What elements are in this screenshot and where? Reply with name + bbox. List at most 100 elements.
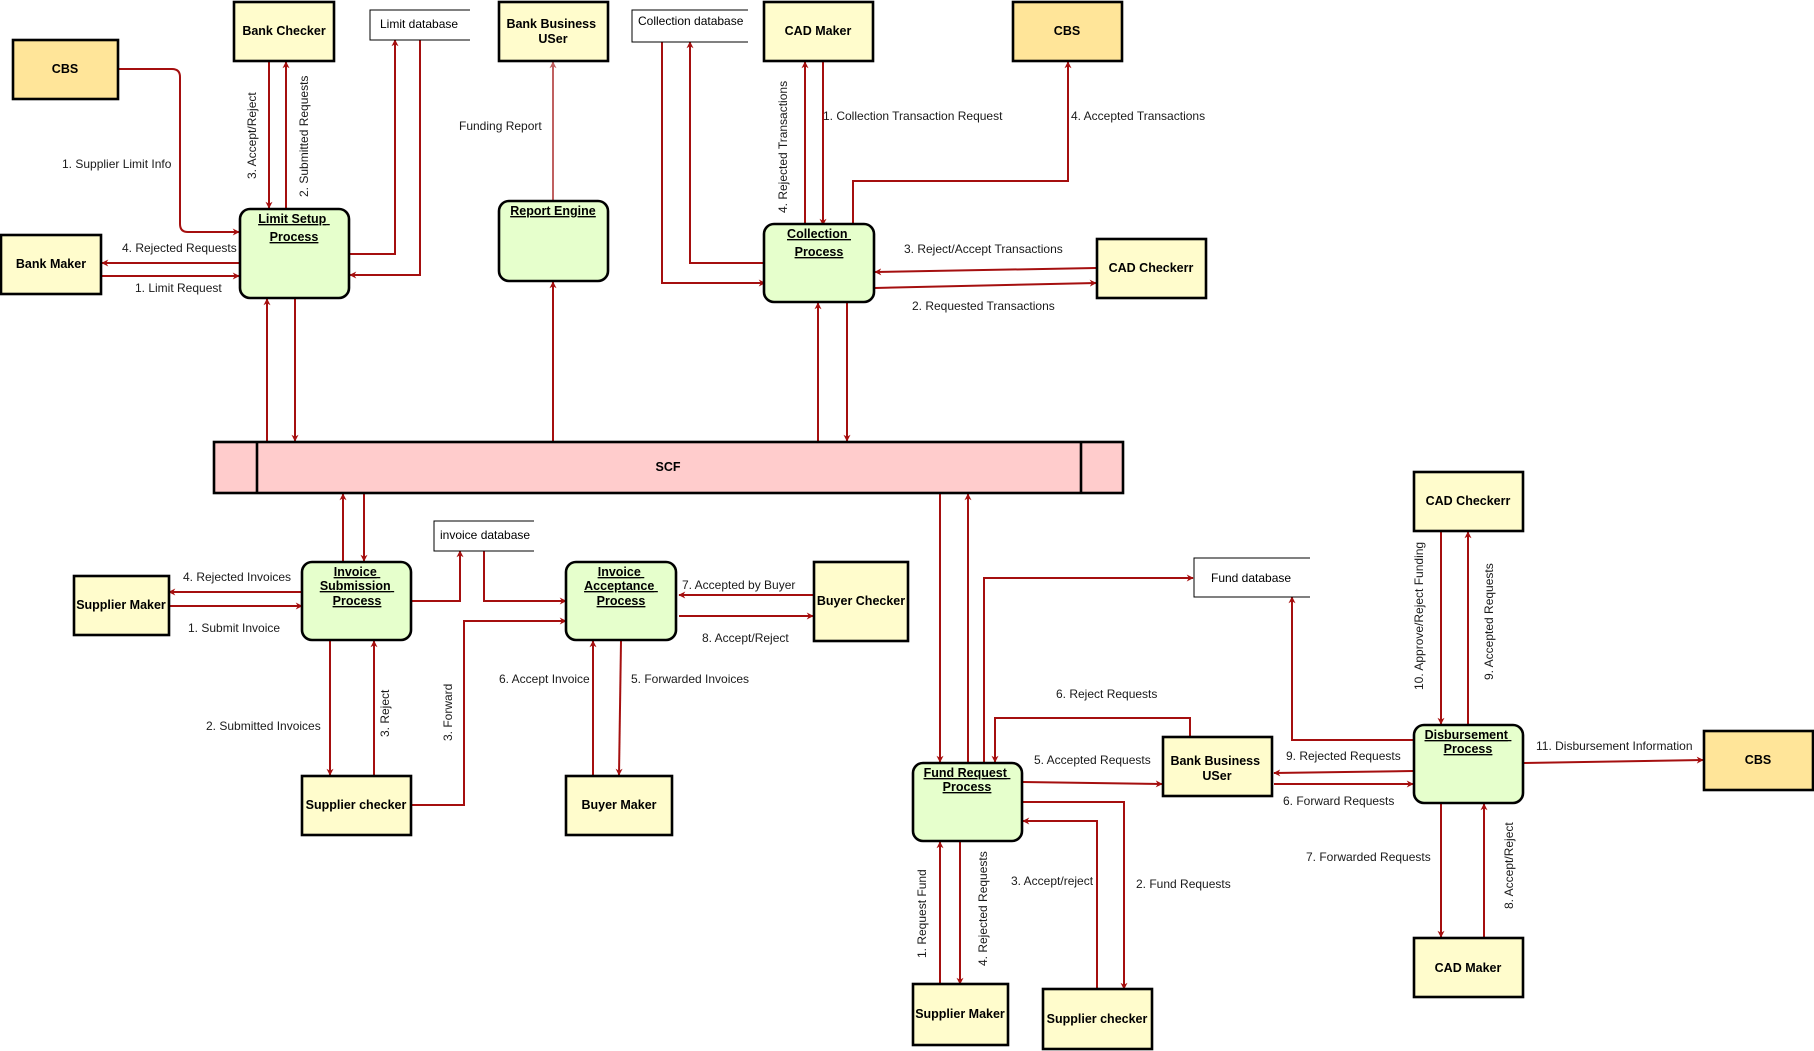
edge-forward-invoice — [412, 617, 567, 806]
entity-bank-maker: Bank Maker — [0, 233, 103, 296]
svg-text:CBS: CBS — [1054, 24, 1080, 38]
edge-limit-to-db — [350, 39, 399, 255]
svg-text:Bank Checker: Bank Checker — [242, 24, 326, 38]
svg-text:Invoice Acceptance: Invoice Acceptance Process — [584, 565, 658, 608]
process-limit-setup: Limit Setup Process — [238, 207, 351, 300]
svg-text:CBS: CBS — [52, 62, 78, 76]
fund-database: Fund database — [1193, 557, 1310, 598]
edge-inv-sub-to-db — [412, 550, 464, 602]
label-fund-requests: 2. Fund Requests — [1136, 877, 1231, 891]
label-accepted-transactions: 4. Accepted Transactions — [1071, 109, 1205, 123]
datastores: Limit database Collection database invoi… — [369, 9, 1310, 598]
edge-supplier-limit-info — [103, 68, 240, 236]
edge-reject-requests-fund — [991, 717, 1191, 763]
entity-cbs-top-right: CBS — [1011, 0, 1124, 63]
label-reject-requests-fund: 6. Reject Requests — [1056, 687, 1157, 701]
edge-accepted-transactions — [852, 61, 1072, 225]
svg-text:Buyer Maker: Buyer Maker — [581, 798, 656, 812]
edge-db-to-collection — [661, 42, 766, 287]
edge-db-to-inv-acc — [483, 551, 567, 605]
edge-requested-transactions — [874, 279, 1097, 289]
entity-buyer-maker: Buyer Maker — [564, 774, 674, 837]
entity-cad-maker-top: CAD Maker — [762, 0, 875, 63]
scf-bar: SCF — [212, 440, 1125, 495]
svg-text:CAD Maker: CAD Maker — [785, 24, 852, 38]
invoice-database-label: invoice database — [440, 528, 530, 542]
entity-bank-business-user-top: Bank Business USer — [497, 0, 610, 63]
collection-database-label: Collection database — [638, 14, 744, 28]
label-rejected-requests-disb: 9. Rejected Requests — [1286, 749, 1401, 763]
svg-text:Bank Business USer: Bank Business USer — [506, 17, 599, 46]
label-forward-invoice: 3. Forward — [441, 684, 455, 741]
label-submit-invoice: 1. Submit Invoice — [188, 621, 280, 635]
svg-text:CBS: CBS — [1745, 753, 1771, 767]
collection-database: Collection database — [631, 9, 748, 43]
process-invoice-submission: Invoice Submission Process — [300, 560, 413, 642]
edge-reject-accept-transactions — [874, 267, 1097, 276]
label-forward-requests: 6. Forward Requests — [1283, 794, 1394, 808]
fund-database-label: Fund database — [1211, 571, 1291, 585]
entity-bank-checker: Bank Checker — [232, 0, 336, 63]
edge-collection-to-db — [686, 41, 765, 264]
process-disbursement: Disbursement Process — [1412, 723, 1525, 805]
label-submitted-requests: 2. Submitted Requests — [297, 76, 311, 197]
svg-text:Supplier Maker: Supplier Maker — [915, 1007, 1005, 1021]
scf-label: SCF — [656, 460, 681, 474]
entity-supplier-maker-left: Supplier Maker — [72, 574, 171, 637]
invoice-database: invoice database — [433, 520, 534, 552]
label-accepted-requests-fund: 5. Accepted Requests — [1034, 753, 1151, 767]
edge-disbursement-information — [1523, 756, 1704, 764]
edge-accept-reject-fund — [1022, 817, 1098, 989]
svg-text:Supplier checker: Supplier checker — [306, 798, 407, 812]
entity-cbs-top-left: CBS — [11, 38, 120, 101]
label-rejected-requests-fund: 4. Rejected Requests — [976, 851, 990, 966]
edge-fund-to-db — [983, 574, 1194, 762]
edge-fund-requests — [1023, 801, 1128, 990]
limit-database: Limit database — [369, 9, 470, 41]
svg-text:CAD Checkerr: CAD Checkerr — [1426, 494, 1511, 508]
entity-cbs-right: CBS — [1702, 729, 1814, 792]
label-accepted-requests-disb: 9. Accepted Requests — [1482, 563, 1496, 680]
edges — [101, 39, 1704, 990]
label-request-fund: 1. Request Fund — [915, 869, 929, 958]
label-accept-reject-fund: 3. Accept/reject — [1011, 874, 1094, 888]
svg-text:Invoice Submission: Invoice Submission Process — [320, 565, 394, 608]
label-rejected-invoices: 4. Rejected Invoices — [183, 570, 291, 584]
entity-cad-checkerr-right: CAD Checkerr — [1412, 470, 1525, 533]
process-collection: Collection Process — [762, 222, 876, 304]
svg-text:CAD Maker: CAD Maker — [1435, 961, 1502, 975]
label-reject-accept-transactions: 3. Reject/Accept Transactions — [904, 242, 1063, 256]
label-funding-report: Funding Report — [459, 119, 542, 133]
svg-text:Fund Request Process: Fund Request Process — [924, 766, 1011, 794]
entity-supplier-checker-bottom: Supplier checker — [1041, 987, 1154, 1051]
flow-labels: 1. Supplier Limit Info 3. Accept/Reject … — [62, 76, 1693, 966]
edge-db-to-limit — [349, 40, 421, 279]
label-supplier-limit-info: 1. Supplier Limit Info — [62, 157, 172, 171]
entity-supplier-checker-left: Supplier checker — [300, 774, 413, 837]
svg-text:Report Engine: Report Engine — [510, 204, 595, 218]
svg-text:Supplier checker: Supplier checker — [1047, 1012, 1148, 1026]
label-rejected-requests-limit: 4. Rejected Requests — [122, 241, 237, 255]
label-approve-reject-funding: 10. Approve/Reject Funding — [1412, 542, 1426, 690]
process-report-engine: Report Engine — [497, 199, 610, 283]
edge-disb-to-db — [1288, 596, 1413, 741]
label-submitted-invoices: 2. Submitted Invoices — [206, 719, 321, 733]
label-accept-reject-disb: 8. Accept/Reject — [1502, 822, 1516, 909]
label-reject-invoice: 3. Reject — [378, 689, 392, 737]
label-limit-request: 1. Limit Request — [135, 281, 222, 295]
svg-text:Bank Business USer: Bank Business USer — [1170, 754, 1263, 783]
edge-accepted-requests-fund — [1022, 780, 1163, 788]
entity-buyer-checker: Buyer Checker — [812, 560, 910, 643]
label-collection-transaction-request: 1. Collection Transaction Request — [823, 109, 1003, 123]
label-forwarded-requests: 7. Forwarded Requests — [1306, 850, 1431, 864]
svg-text:Buyer Checker: Buyer Checker — [817, 594, 905, 608]
limit-database-label: Limit database — [380, 17, 458, 31]
process-invoice-acceptance: Invoice Acceptance Process — [564, 560, 678, 642]
entity-bank-business-user-mid: Bank Business USer — [1161, 735, 1274, 798]
edge-rejected-requests-disb — [1273, 769, 1414, 777]
svg-text:CAD Checkerr: CAD Checkerr — [1109, 261, 1194, 275]
label-accept-reject-buyer: 8. Accept/Reject — [702, 631, 789, 645]
svg-text:Supplier Maker: Supplier Maker — [76, 598, 166, 612]
